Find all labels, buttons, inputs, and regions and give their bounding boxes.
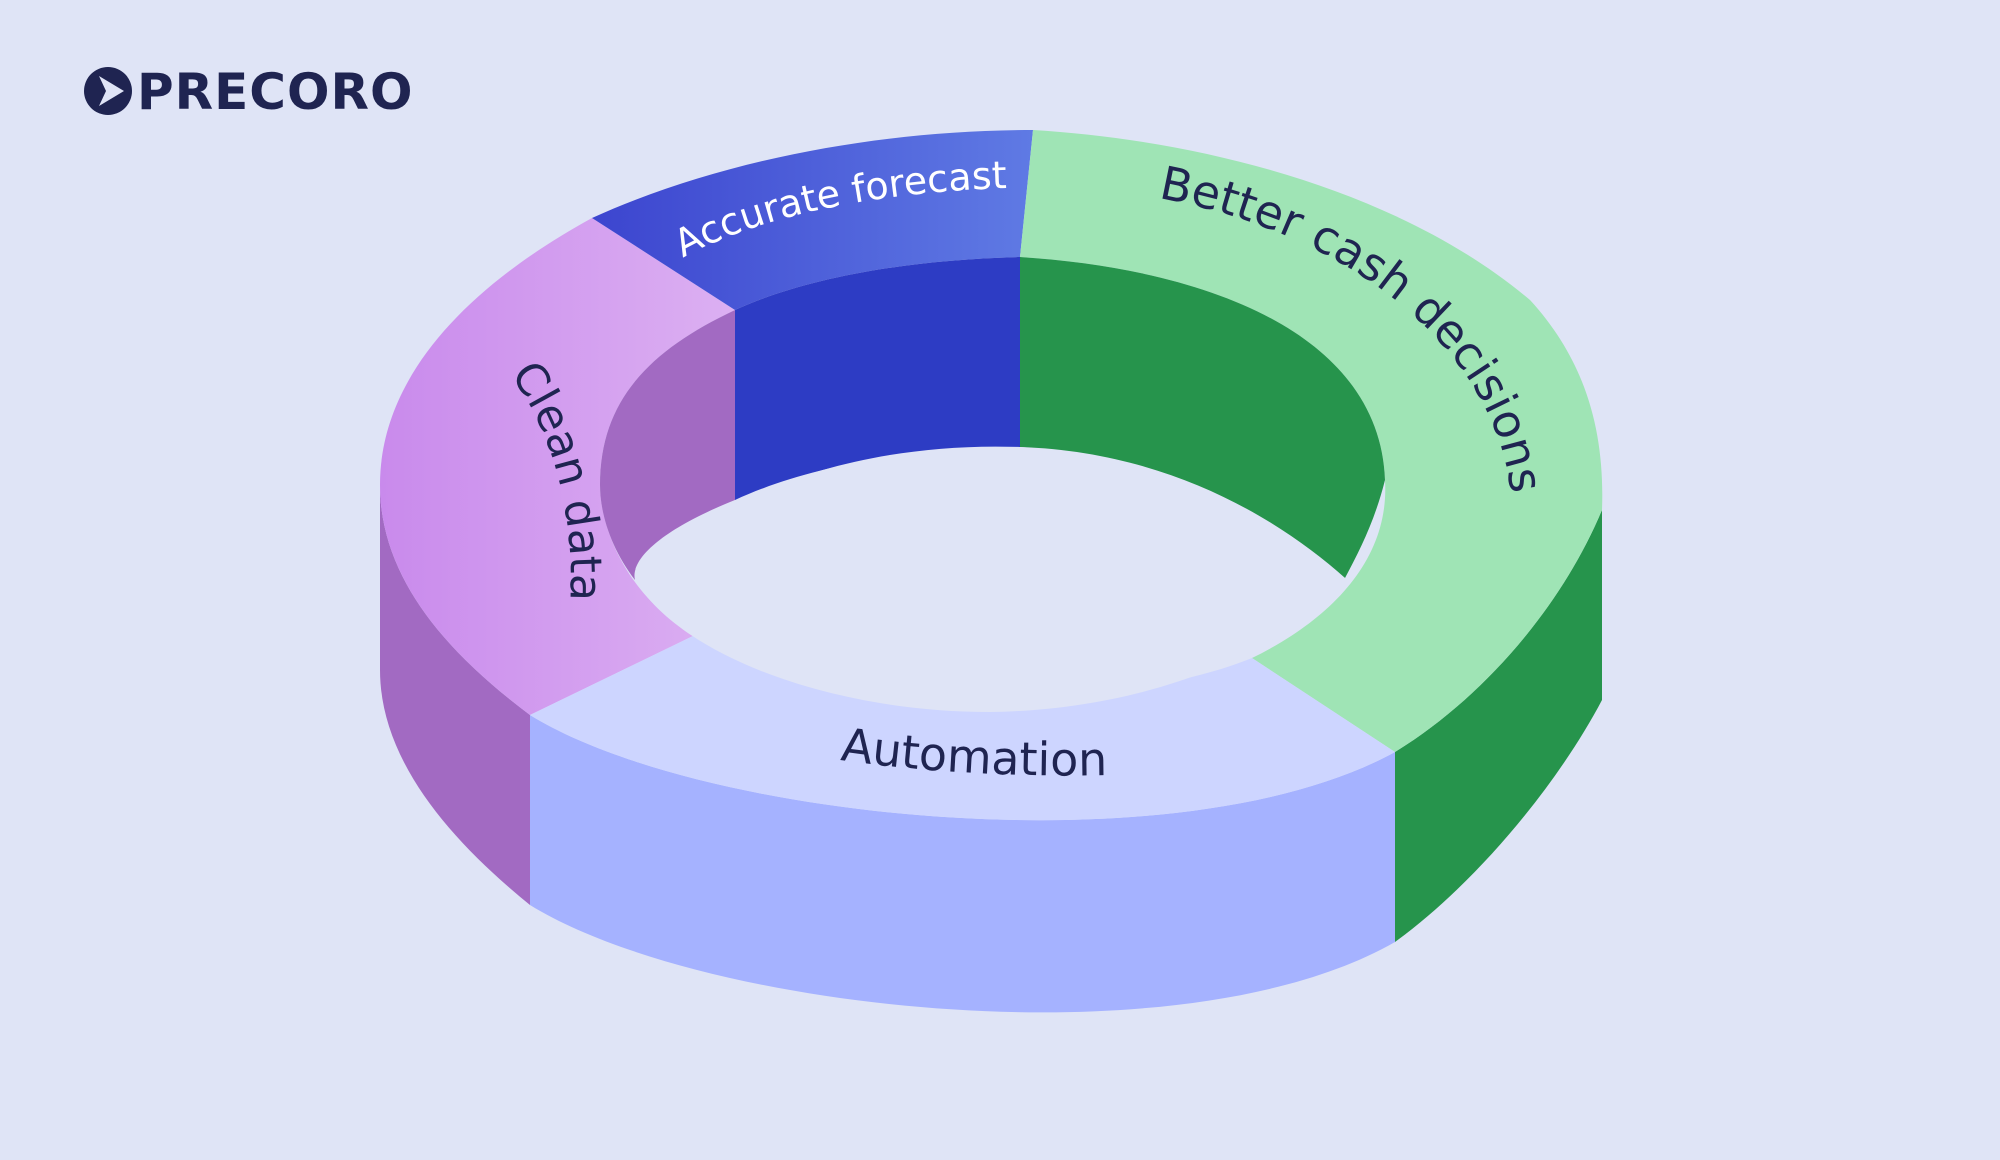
play-arrow-logo-icon — [84, 67, 132, 115]
accurate-forecasts-inner-wall — [735, 257, 1020, 500]
better-cash-decisions-outer-wall — [1395, 510, 1602, 942]
clean-data-outer-wall — [380, 485, 530, 905]
brand-name: PRECORO — [137, 63, 414, 121]
clean-data-inner-wall — [600, 310, 735, 580]
clean-data-segment — [380, 218, 735, 715]
automation-outer-wall — [530, 715, 1395, 1013]
better-cash-decisions-segment — [1020, 130, 1603, 752]
better-cash-decisions-inner-wall — [1020, 257, 1385, 578]
brand-logo: PRECORO — [84, 63, 414, 121]
accurate-forecasts-segment — [592, 130, 1033, 310]
ring-hole — [635, 446, 1345, 712]
